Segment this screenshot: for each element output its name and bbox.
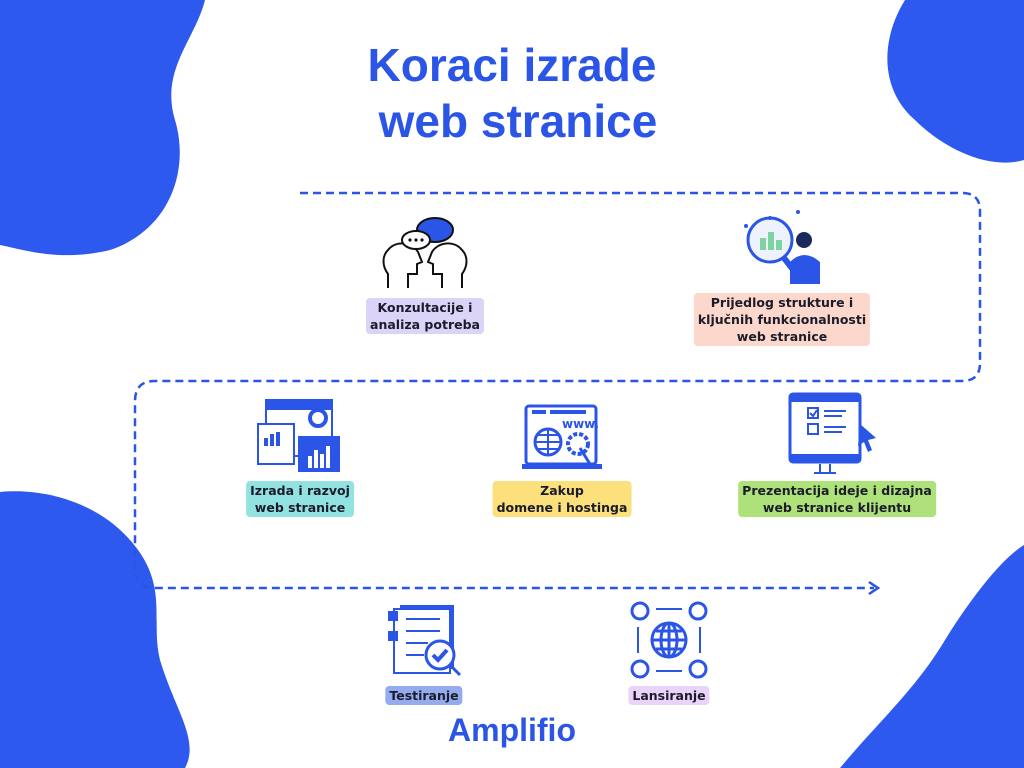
- globe-network-icon: [630, 601, 708, 679]
- document-check-icon: [388, 605, 462, 677]
- svg-text:www.: www.: [562, 417, 599, 431]
- label-line: Zakup: [540, 483, 584, 498]
- step-label-testiranje: Testiranje: [385, 686, 463, 705]
- blob-top-left: [0, 0, 205, 256]
- step-label-lansiranje: Lansiranje: [628, 686, 710, 705]
- label-line: web stranice klijentu: [762, 500, 912, 515]
- people-talking-icon: [382, 217, 468, 288]
- magnifier-person-icon: [744, 210, 820, 284]
- step-label-konzultacije: Konzultacije i analiza potreba: [366, 298, 484, 334]
- label-line: Izrada i razvoj: [250, 483, 350, 498]
- page-title-line-2: web stranice: [378, 95, 658, 147]
- blob-top-right: [887, 0, 1024, 163]
- label-line: Konzultacije i: [377, 300, 473, 315]
- monitor-checklist-icon: [788, 392, 876, 474]
- label-line: analiza potreba: [370, 317, 480, 332]
- label-line: Prijedlog strukture i: [710, 295, 854, 310]
- label-line: ključnih funkcionalnosti: [697, 312, 867, 327]
- label-line: Lansiranje: [632, 688, 706, 703]
- label-line: Prezentacija ideje i dizajna: [742, 483, 932, 498]
- amplifio-logo: Amplifio: [448, 712, 576, 748]
- label-line: web stranice: [254, 500, 346, 515]
- dashed-flow-path: [133, 191, 982, 590]
- www-globe-gear-icon: www.: [522, 404, 602, 469]
- flow-arrow-head: [868, 580, 881, 596]
- label-line: domene i hostinga: [496, 500, 628, 515]
- label-line: Testiranje: [389, 688, 459, 703]
- step-label-izrada: Izrada i razvoj web stranice: [246, 481, 354, 517]
- blob-bottom-left: [0, 491, 190, 768]
- label-line: web stranice: [736, 329, 828, 344]
- page-title-line-1: Koraci izrade: [367, 39, 657, 91]
- step-label-zakup: Zakup domene i hostinga: [492, 481, 632, 517]
- dashboard-charts-icon: [257, 399, 340, 472]
- blob-bottom-right: [840, 545, 1024, 768]
- step-label-prezentacija: Prezentacija ideje i dizajna web stranic…: [738, 481, 936, 517]
- step-label-prijedlog: Prijedlog strukture i ključnih funkciona…: [693, 293, 871, 346]
